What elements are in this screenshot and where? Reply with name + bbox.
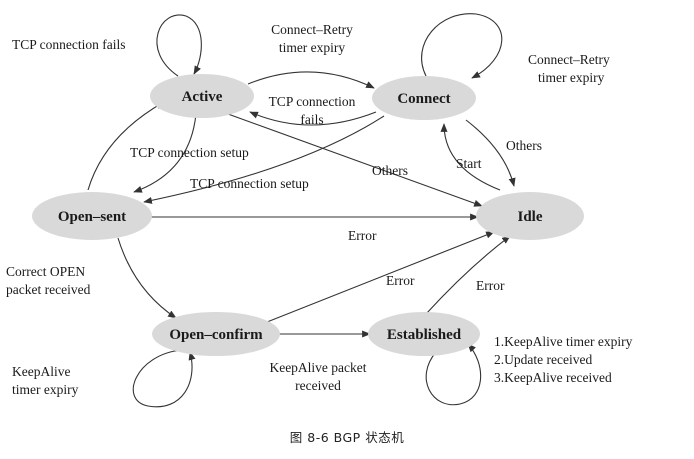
edge-openconfirm-to-idle: [261, 231, 495, 325]
label-correct-open-line2: packet received: [6, 282, 91, 297]
state-open-sent-label: Open–sent: [58, 209, 126, 225]
state-active-label: Active: [182, 89, 223, 105]
label-established-loop-line2: 2.Update received: [494, 352, 592, 367]
label-connect-retry-loop-line1: Connect–Retry: [528, 52, 610, 67]
label-tcp-setup-2: TCP connection setup: [190, 176, 309, 191]
state-connect: Connect: [372, 76, 476, 120]
label-start: Start: [456, 156, 482, 171]
state-open-sent: Open–sent: [32, 192, 152, 240]
state-connect-label: Connect: [397, 91, 450, 107]
edge-opensent-to-openconfirm: [117, 237, 177, 319]
label-tcp-setup-1: TCP connection setup: [130, 145, 249, 160]
edge-established-self-loop: [425, 343, 482, 406]
label-established-loop-line3: 3.KeepAlive received: [494, 370, 612, 385]
state-idle-label: Idle: [517, 209, 542, 225]
label-correct-open-line1: Correct OPEN: [6, 264, 85, 279]
state-established-label: Established: [387, 327, 462, 343]
edge-connect-to-idle: [465, 119, 516, 187]
edge-connect-to-active: [249, 111, 377, 126]
label-connect-retry-loop-line2: timer expiry: [538, 70, 605, 85]
edge-active-to-idle: [227, 113, 483, 207]
state-open-confirm-label: Open–confirm: [169, 327, 263, 343]
label-keepalive-loop-line2: timer expiry: [12, 382, 79, 397]
edge-idle-to-connect: [440, 123, 501, 191]
label-established-loop-line1: 1.KeepAlive timer expiry: [494, 334, 633, 349]
edge-established-to-idle: [425, 235, 511, 315]
edge-active-self-loop: [156, 14, 202, 77]
label-tcp-fails-mid-line2: fails: [300, 112, 323, 127]
label-connect-retry-top-line1: Connect–Retry: [271, 22, 353, 37]
state-active: Active: [150, 74, 254, 118]
label-connect-retry-top-line2: timer expiry: [279, 40, 346, 55]
state-open-confirm: Open–confirm: [152, 312, 280, 356]
edge-active-to-opensent: [133, 113, 197, 193]
label-keepalive-loop-line1: KeepAlive: [12, 364, 70, 379]
edge-opensent-to-active: [87, 101, 165, 191]
state-established: Established: [368, 312, 480, 356]
label-tcp-fails-mid-line1: TCP connection: [269, 94, 356, 109]
label-others-connect-idle: Others: [506, 138, 542, 153]
label-keepalive-pkt-line1: KeepAlive packet: [269, 360, 366, 375]
state-idle: Idle: [476, 192, 584, 240]
label-error-established-idle: Error: [476, 278, 505, 293]
label-keepalive-pkt-line2: received: [295, 378, 341, 393]
edge-openconfirm-self-loop: [132, 349, 196, 408]
figure-caption: 图 8-6 BGP 状态机: [290, 430, 404, 445]
label-error-openconfirm-idle: Error: [386, 273, 415, 288]
label-tcp-fails-active: TCP connection fails: [12, 37, 125, 52]
edge-connect-self-loop: [421, 13, 503, 79]
label-error-opensent-idle: Error: [348, 228, 377, 243]
edge-connect-to-opensent: [143, 115, 385, 204]
edge-active-to-connect: [247, 71, 375, 89]
label-others-active-idle: Others: [372, 163, 408, 178]
